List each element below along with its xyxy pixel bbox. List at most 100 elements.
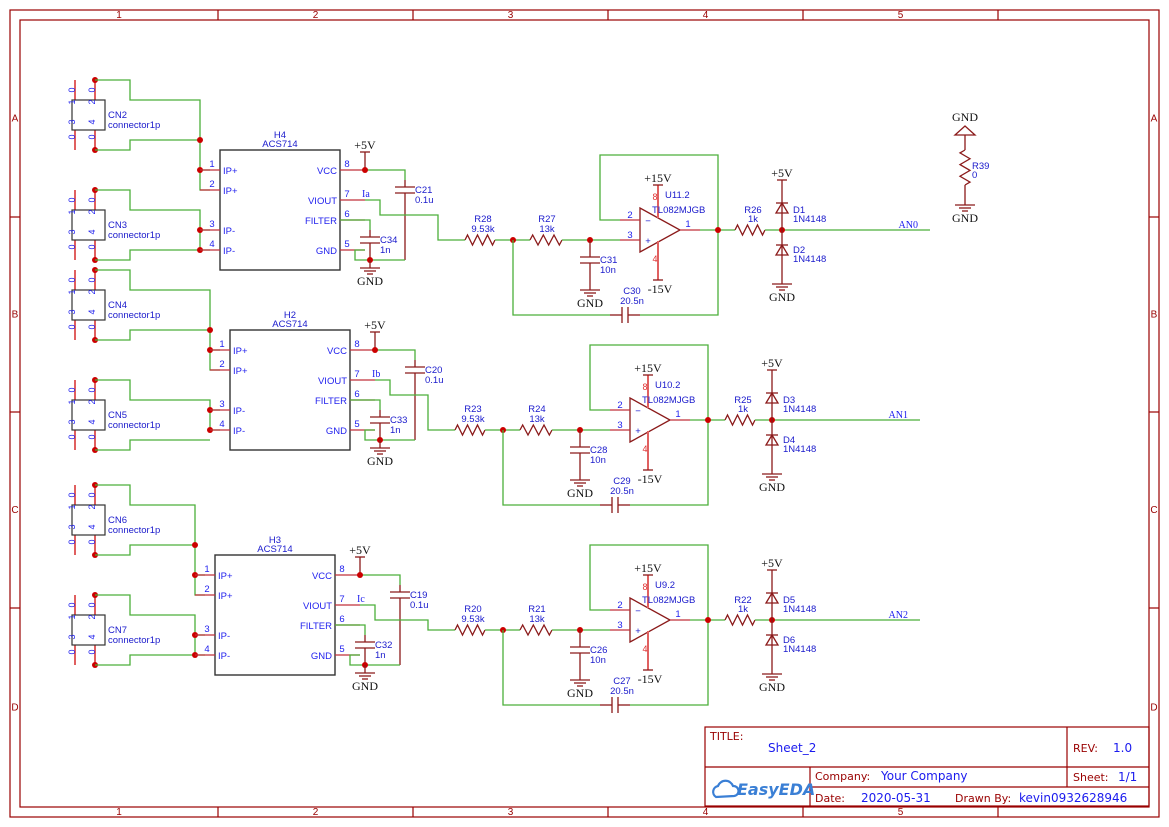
power-port: +5V xyxy=(354,138,376,153)
pin-number: 3 xyxy=(627,230,632,241)
row-label: D xyxy=(11,703,18,714)
column-label: 3 xyxy=(508,807,514,818)
cloud-icon xyxy=(712,779,740,799)
connector-pin-number: 3 xyxy=(67,524,77,529)
wire xyxy=(589,544,709,706)
connector-pin-number: 0 xyxy=(67,134,77,139)
gnd-label: GND xyxy=(567,686,593,700)
capacitor-symbol xyxy=(600,497,630,513)
pin-number: 5 xyxy=(354,419,359,430)
connector-pin-number: 0 xyxy=(67,602,77,607)
connector-pin-number: 0 xyxy=(67,649,77,654)
diode-ref: D4 xyxy=(783,435,795,446)
connector-body xyxy=(71,399,106,431)
gnd-label: GND xyxy=(759,480,785,494)
resistor-value: 13k xyxy=(529,414,545,425)
pin-number: 2 xyxy=(209,179,214,190)
resistor-value: 1k xyxy=(748,214,758,225)
connector-body xyxy=(71,614,106,646)
ground-symbol: GND xyxy=(357,267,383,288)
power-port: +5V xyxy=(771,166,793,181)
resistor-value: 0 xyxy=(972,170,977,181)
gnd-label: GND xyxy=(769,290,795,304)
connector-pin-number: 0 xyxy=(87,244,97,249)
power-label: +5V xyxy=(354,138,376,152)
capacitor-symbol xyxy=(395,180,415,260)
diode-symbol xyxy=(774,201,790,214)
pin-number: 1 xyxy=(685,219,690,230)
junction-dot xyxy=(362,167,368,173)
wire xyxy=(95,544,195,556)
cap-value: 1n xyxy=(375,650,386,661)
wire xyxy=(95,654,195,666)
sensor-value: ACS714 xyxy=(257,544,292,555)
row-label: D xyxy=(1150,703,1157,714)
pin-name: GND xyxy=(316,246,337,257)
resistor-ref: R21 xyxy=(528,604,545,615)
connector-pin-number: 4 xyxy=(87,229,97,234)
connector-pin-number: 0 xyxy=(67,197,77,202)
connector-ref: CN5 xyxy=(108,410,127,421)
connector-value: connector1p xyxy=(108,310,160,321)
pin-number: 4 xyxy=(209,239,214,250)
pin-number: 8 xyxy=(642,382,647,392)
diode-symbol xyxy=(764,391,780,404)
power-label: -15V xyxy=(648,282,673,296)
rev-value: 1.0 xyxy=(1113,741,1132,755)
diode-value: 1N4148 xyxy=(793,254,826,265)
wire xyxy=(354,249,405,261)
power-label: +5V xyxy=(761,556,783,570)
connector-pin-number: 1 xyxy=(67,209,77,214)
connector-pin-number: 0 xyxy=(87,277,97,282)
cap-value: 20.5n xyxy=(610,486,634,497)
diode-value: 1N4148 xyxy=(783,604,816,615)
junction-dot xyxy=(207,327,213,333)
net-label-an0: AN0 xyxy=(899,220,918,231)
gnd-label: GND xyxy=(352,679,378,693)
wire xyxy=(335,624,366,635)
current-sensor-h2: H2ACS7141IP+2IP+3IP-4IP-8VCC7VIOUT6FILTE… xyxy=(210,310,375,451)
pin-number: 6 xyxy=(354,389,359,400)
pin-number: 1 xyxy=(204,564,209,575)
capacitor-symbol xyxy=(570,430,590,480)
row-label: C xyxy=(1150,505,1157,516)
connector-ref: CN2 xyxy=(108,110,127,121)
column-label: 3 xyxy=(508,10,514,21)
opamp-ref: U11.2 xyxy=(665,190,690,201)
row-label: B xyxy=(12,310,19,321)
power-port: +15V xyxy=(634,361,662,376)
wire xyxy=(589,344,709,506)
current-sensor-h3: H3ACS7141IP+2IP+3IP-4IP-8VCC7VIOUT6FILTE… xyxy=(195,535,360,676)
power-port: +5V xyxy=(761,356,783,371)
connector-pin-number: 0 xyxy=(67,244,77,249)
connector-pin-number: 0 xyxy=(87,539,97,544)
connector-pin-number: 3 xyxy=(67,419,77,424)
connector-pin-number: 4 xyxy=(87,119,97,124)
power-label: +5V xyxy=(761,356,783,370)
ground-symbol: GND xyxy=(952,204,978,225)
pin-number: 2 xyxy=(204,584,209,595)
resistor-value: 13k xyxy=(529,614,545,625)
cap-ref: C32 xyxy=(375,640,392,651)
plus-sign: + xyxy=(645,236,651,247)
diode-value: 1N4148 xyxy=(793,214,826,225)
connector-pin-number: 0 xyxy=(87,492,97,497)
connector-body xyxy=(71,504,106,536)
wire xyxy=(95,439,210,451)
sheet-title: Sheet_2 xyxy=(768,741,816,755)
connector-pin-number: 1 xyxy=(67,289,77,294)
sensor-ref: H2 xyxy=(284,310,296,321)
power-label: +5V xyxy=(364,318,386,332)
diode-body xyxy=(764,591,780,604)
pin-number: 8 xyxy=(344,159,349,170)
connector-pin-number: 0 xyxy=(87,602,97,607)
resistor-ref: R23 xyxy=(464,404,481,415)
pin-number: 6 xyxy=(339,614,344,625)
power-label: +15V xyxy=(634,361,662,375)
pin-number: 4 xyxy=(204,644,209,655)
